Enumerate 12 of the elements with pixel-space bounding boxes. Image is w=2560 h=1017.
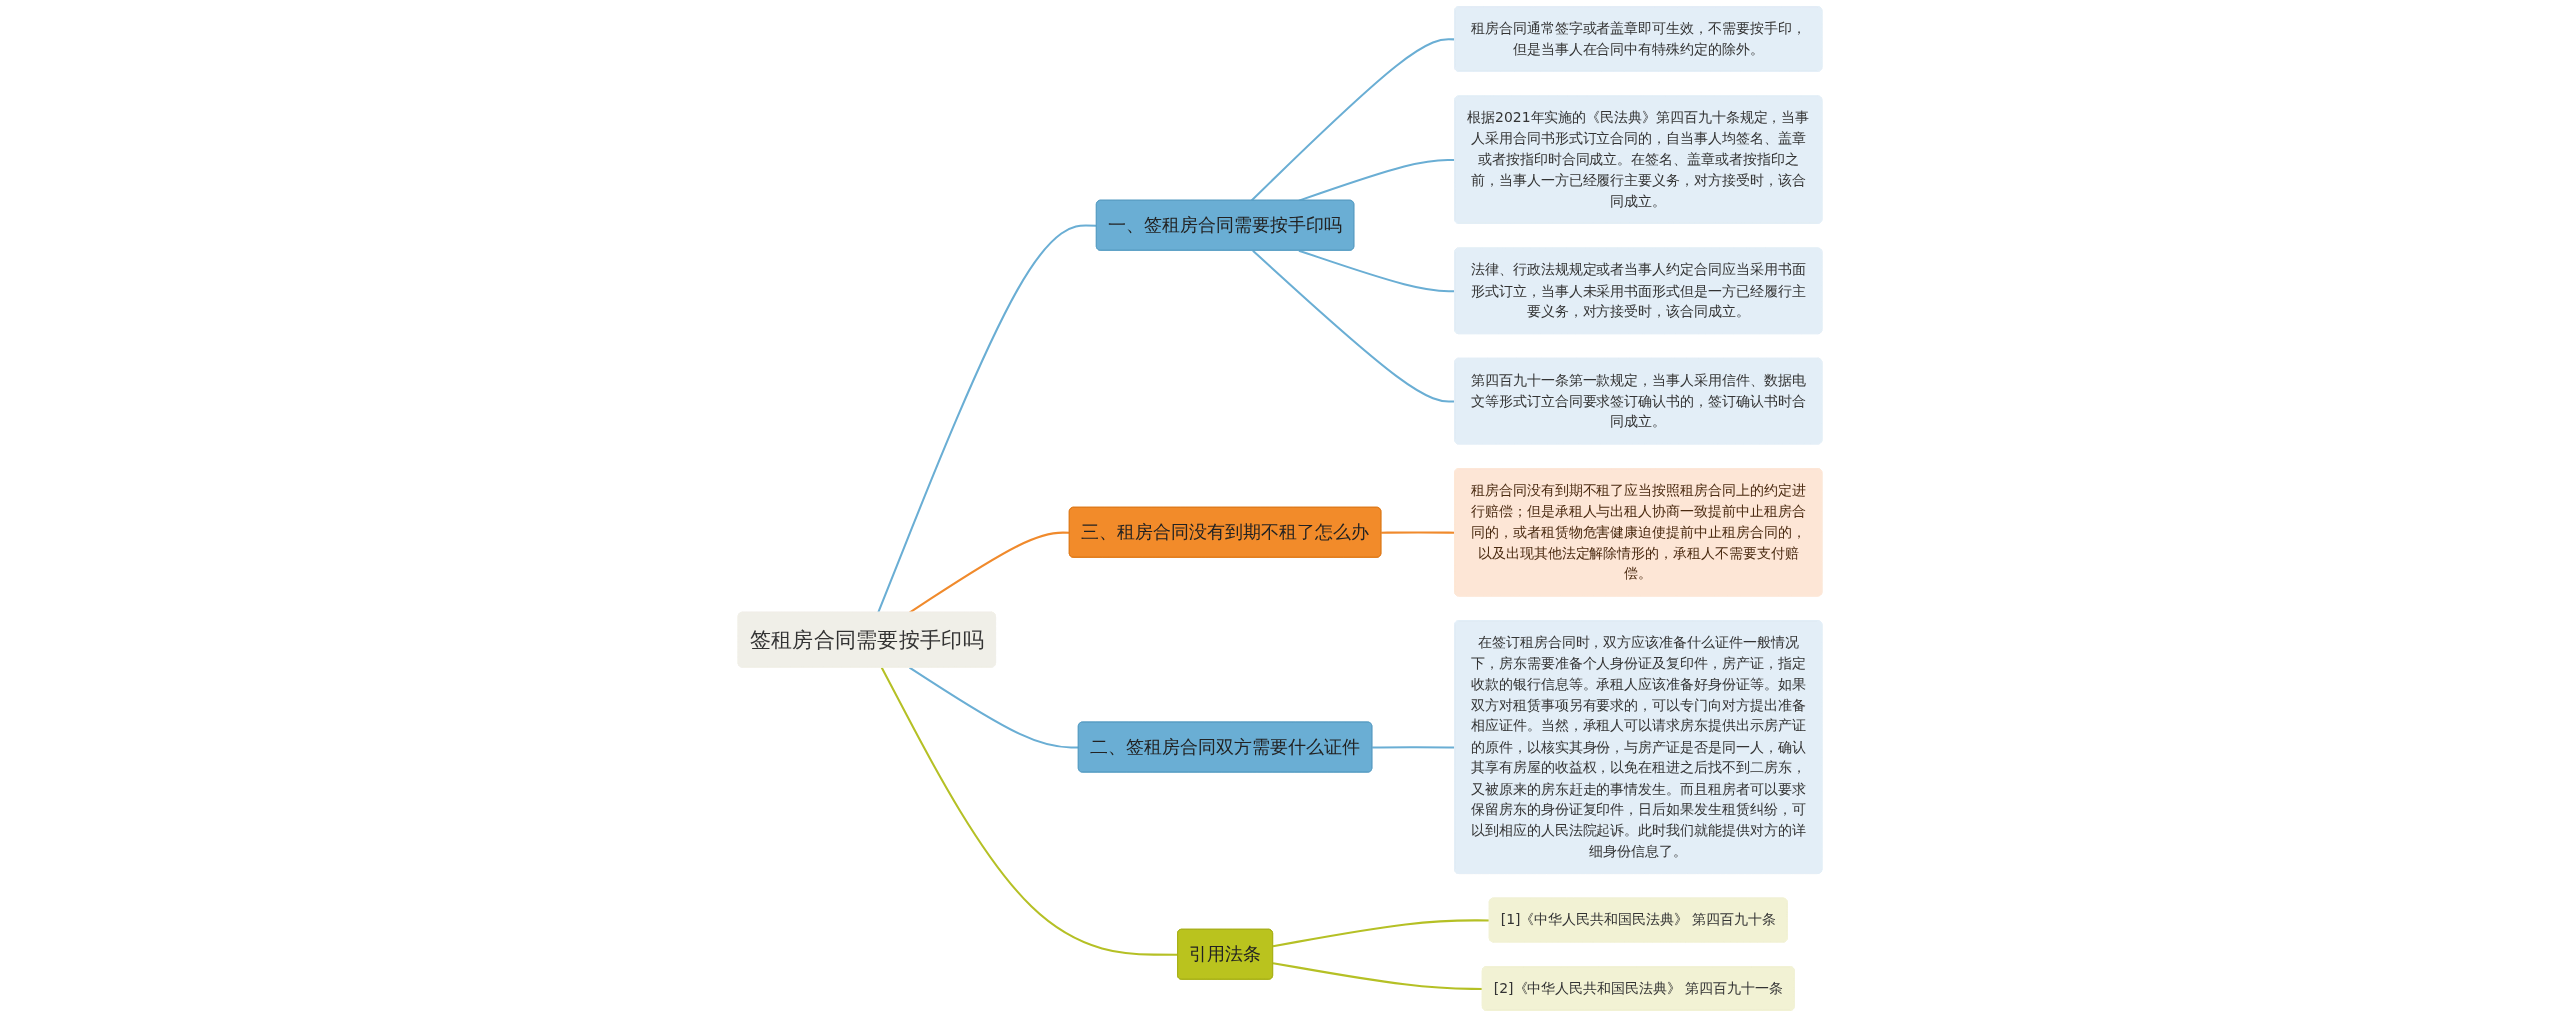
connector [909,666,1079,749]
connector [877,224,1097,613]
connector [1298,158,1456,202]
connector [1381,531,1456,534]
connector [909,531,1070,614]
connector [1272,962,1483,990]
connector [1250,38,1456,202]
connector [1298,249,1456,293]
connector [880,667,1178,956]
connector [1372,746,1456,749]
connector [1272,919,1490,948]
connector [1252,249,1456,403]
